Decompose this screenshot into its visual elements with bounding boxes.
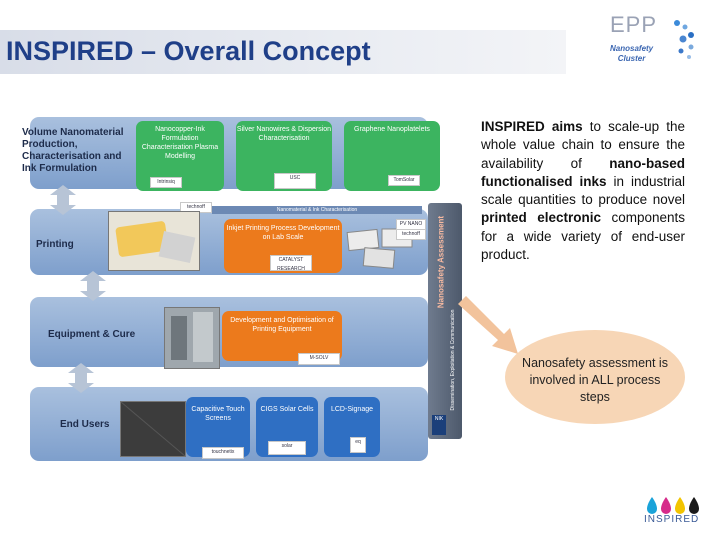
box-cigs-text: CIGS Solar Cells xyxy=(260,406,314,413)
epp-logo-dots-icon xyxy=(674,20,694,59)
box-nanocopper-text: Nanocopper-Ink Formulation Characterisat… xyxy=(141,126,219,160)
logo-usc: USC xyxy=(274,173,316,189)
para-text-3: components for a wide variety of end-use… xyxy=(481,210,685,263)
logo-technoff-2: technoff xyxy=(396,229,426,240)
logo-touchnetix: touchnetix xyxy=(202,447,244,459)
logo-lcd: eq xyxy=(350,437,366,453)
box-graphene-text: Graphene Nanoplatelets xyxy=(354,126,430,133)
nanosafety-side-bar xyxy=(428,203,462,439)
para-text-1: to scale-up the whole value chain to ens… xyxy=(481,119,685,171)
printing-photo xyxy=(108,211,200,271)
box-lcd-text: LCD-Signage xyxy=(330,406,374,413)
logo-solar: solar xyxy=(268,441,306,455)
para-bold-3: printed electronic xyxy=(481,210,601,226)
logo-line1: Nanosafety xyxy=(610,44,654,53)
nik-logo: NIK xyxy=(432,415,446,435)
side-label-nanosafety: Nanosafety Assessment xyxy=(436,215,446,309)
callout-oval xyxy=(505,330,685,424)
page-title: INSPIRED – Overall Concept xyxy=(6,36,371,66)
value-chain-diagram: Volume Nanomaterial Production, Characte… xyxy=(12,115,467,465)
box-development: Development and Optimisation of Printing… xyxy=(222,311,342,361)
equipment-photo xyxy=(164,307,220,369)
para-text-2: in industrial scale quantities to produc… xyxy=(481,173,685,208)
box-silver-text: Silver Nanowires & Dispersion Characteri… xyxy=(236,126,332,142)
ink-drops-icon xyxy=(647,497,699,514)
strip-characterisation: Nanomaterial & Ink Characterisation xyxy=(212,206,422,214)
box-cigs: CIGS Solar Cells xyxy=(256,397,318,457)
nanosafety-cluster-logo: Nanosafety Cluster xyxy=(610,44,653,64)
row-label-nanomaterial: Volume Nanomaterial Production, Characte… xyxy=(22,127,124,174)
box-capacitive-text: Capacitive Touch Screens xyxy=(191,406,245,422)
inspired-brand: INSPIRED xyxy=(644,514,700,525)
logo-catalyst: CATALYST RESEARCH xyxy=(270,255,312,271)
row-label-end-users: End Users xyxy=(60,419,110,430)
touchscreen-photo xyxy=(120,401,186,457)
row-label-printing: Printing xyxy=(36,239,74,250)
logo-tomsolar: TomSolar xyxy=(388,175,420,186)
title-band xyxy=(0,30,566,74)
double-arrow-icon xyxy=(68,363,94,393)
para-bold-2: nano-based functionalised inks xyxy=(481,155,685,189)
description-paragraph: INSPIRED aims to scale-up the whole valu… xyxy=(481,118,685,264)
double-arrow-icon xyxy=(80,271,106,301)
logo-msolv: M-SOLV xyxy=(298,353,340,365)
double-arrow-icon xyxy=(50,185,76,215)
logo-line2: Cluster xyxy=(617,54,646,63)
epp-logo: EPP xyxy=(610,12,658,37)
printed-sheets-photo xyxy=(346,228,413,269)
para-bold-1: INSPIRED aims xyxy=(481,119,583,134)
box-development-text: Development and Optimisation of Printing… xyxy=(230,317,334,333)
callout-text: Nanosafety assessment is involved in ALL… xyxy=(522,356,668,404)
callout-arrow-icon xyxy=(458,296,518,354)
logo-intrinsiq: Intrinsiq xyxy=(150,177,182,188)
row-label-equipment: Equipment & Cure xyxy=(48,329,136,340)
side-label-dissemination: Dissemination, Exploitation & Communicat… xyxy=(450,309,456,411)
box-inkjet-text: Inkjet Printing Process Development on L… xyxy=(226,225,340,241)
